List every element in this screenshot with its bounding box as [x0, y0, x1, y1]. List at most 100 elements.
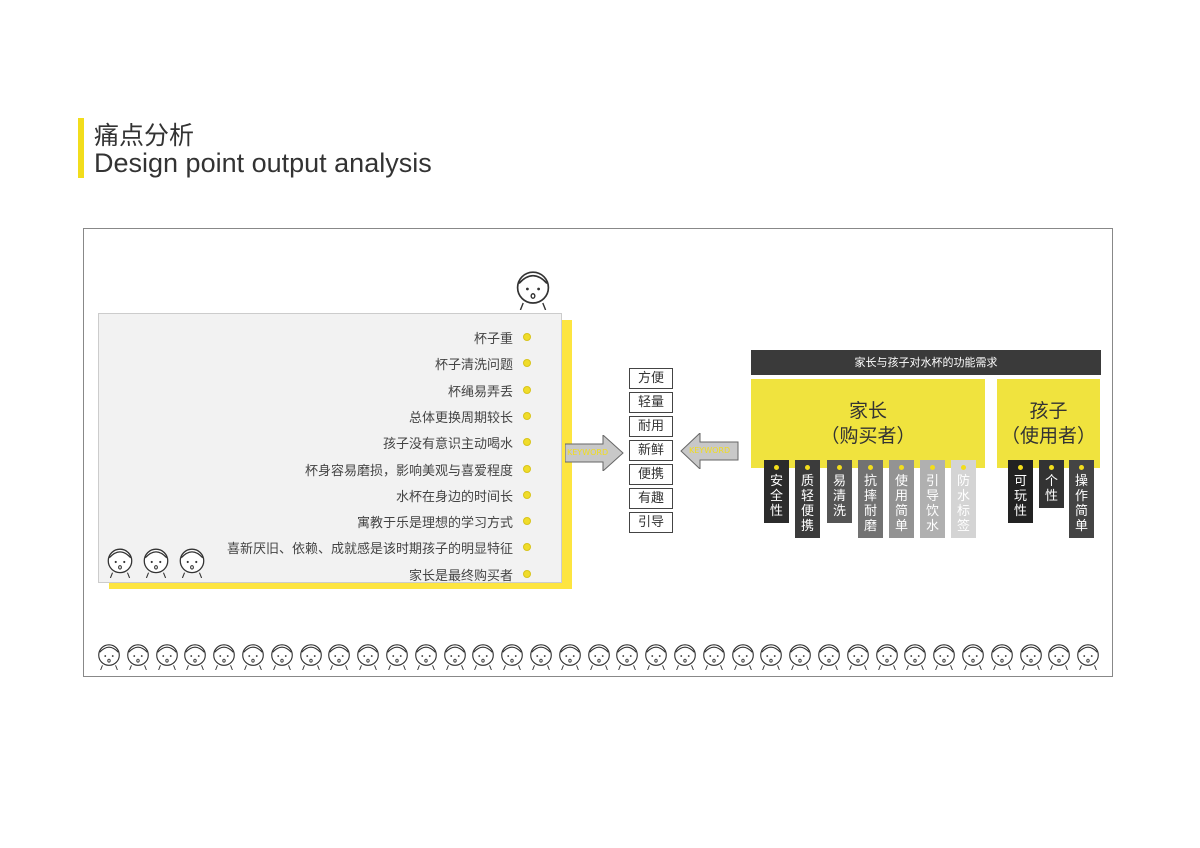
child-face-icon	[516, 271, 550, 310]
child-face-icon	[1019, 644, 1042, 670]
child-face-icon	[818, 644, 840, 670]
bullet-dot-icon	[805, 465, 810, 470]
child-face-icon	[443, 644, 466, 670]
bullet-dot-icon	[1079, 465, 1084, 470]
need-tag: 安全性	[764, 460, 789, 523]
pain-point-item: 杯子清洗问题	[434, 358, 513, 374]
keyword-box: 轻量	[629, 392, 673, 413]
child-face-icon	[674, 644, 696, 670]
child-face-icon	[98, 644, 120, 670]
need-tag: 操作简单	[1069, 460, 1094, 538]
pain-point-item: 杯身容易磨损，影响美观与喜爱程度	[304, 463, 513, 479]
child-face-icon	[126, 644, 149, 670]
keyword-box: 便携	[629, 464, 673, 485]
pain-point-item: 水杯在身边的时间长	[395, 489, 513, 505]
bullet-dot-icon	[523, 411, 531, 420]
child-face-icon	[501, 644, 524, 670]
pain-points-panel: 杯子重杯子清洗问题杯绳易弄丢总体更换周期较长孩子没有意识主动喝水杯身容易磨损，影…	[98, 313, 562, 584]
need-tag-label: 防水标签	[956, 474, 970, 534]
pain-point-item: 孩子没有意识主动喝水	[382, 437, 513, 453]
bullet-dot-icon	[523, 569, 531, 578]
bullet-dot-icon	[774, 465, 779, 470]
need-tag: 防水标签	[951, 460, 976, 538]
parent-box: 家长 （购买者）	[751, 379, 985, 468]
needs-header: 家长与孩子对水杯的功能需求	[751, 350, 1101, 375]
need-tag: 使用简单	[889, 460, 914, 538]
child-face-icon	[760, 644, 783, 670]
page-title-en: Design point output analysis	[94, 148, 432, 178]
child-face-icon	[933, 644, 956, 670]
bullet-dot-icon	[1018, 465, 1023, 470]
child-face-icon	[789, 644, 812, 670]
need-tag-label: 引导饮水	[925, 474, 939, 534]
child-face-icon	[587, 644, 610, 670]
need-tag-label: 易清洗	[832, 474, 846, 519]
need-tag-label: 操作简单	[1074, 474, 1088, 534]
keyword-box: 引导	[629, 512, 673, 533]
child-box: 孩子 （使用者）	[997, 379, 1100, 468]
bullet-dot-icon	[523, 517, 531, 526]
need-tag: 易清洗	[827, 460, 852, 523]
need-tag-label: 可玩性	[1013, 474, 1027, 519]
child-face-icon	[731, 644, 754, 670]
bullet-dot-icon	[868, 465, 873, 470]
child-name: 孩子	[1029, 400, 1068, 422]
need-tag-label: 使用简单	[894, 474, 908, 534]
child-face-icon	[414, 644, 437, 670]
page-title-cn: 痛点分析	[94, 121, 195, 150]
bullet-dot-icon	[523, 490, 531, 499]
child-face-icon	[107, 548, 133, 578]
child-face-icon	[875, 644, 898, 670]
child-face-icon	[962, 644, 984, 670]
child-face-icon	[155, 644, 178, 670]
pain-point-item: 家长是最终购买者	[408, 568, 513, 584]
keyword-arrow-label: KEYWORD	[567, 448, 609, 457]
child-face-icon	[184, 644, 207, 670]
child-face-icon	[990, 644, 1013, 670]
child-face-icon	[242, 644, 264, 670]
child-face-icon	[143, 548, 169, 578]
child-face-icon	[472, 644, 495, 670]
need-tag-label: 抗摔耐磨	[863, 474, 877, 534]
bullet-dot-icon	[961, 465, 966, 470]
need-tag: 个性	[1039, 460, 1064, 508]
keyword-box: 有趣	[629, 488, 673, 509]
child-face-icon	[616, 644, 639, 670]
need-tag: 抗摔耐磨	[858, 460, 883, 538]
pain-point-item: 杯绳易弄丢	[447, 384, 513, 400]
need-tag-label: 安全性	[769, 474, 783, 519]
parent-role: （购买者）	[820, 425, 916, 447]
bullet-dot-icon	[523, 333, 531, 341]
bullet-dot-icon	[837, 465, 842, 470]
need-tag: 可玩性	[1008, 460, 1033, 523]
need-tag-label: 个性	[1044, 474, 1058, 504]
bullet-dot-icon	[523, 359, 531, 368]
pain-point-item: 杯子重	[473, 332, 513, 347]
title-accent-bar	[78, 118, 84, 178]
child-face-icon	[702, 644, 725, 670]
keyword-box: 耐用	[629, 416, 673, 437]
child-face-icon	[328, 644, 351, 670]
child-face-icon	[1077, 644, 1100, 670]
child-face-icon	[530, 644, 552, 670]
need-tag-label: 质轻便携	[800, 474, 814, 534]
bullet-dot-icon	[523, 385, 531, 394]
keyword-arrow-label: KEYWORD	[689, 446, 731, 455]
child-face-icon	[386, 644, 408, 670]
keyword-box: 新鲜	[629, 440, 673, 461]
child-face-icon	[904, 644, 927, 670]
child-face-icon	[1048, 644, 1071, 670]
pain-point-item: 总体更换周期较长	[408, 410, 513, 426]
keyword-box: 方便	[629, 368, 673, 389]
child-face-icon	[179, 548, 205, 578]
keyword-arrow-left	[680, 433, 739, 469]
need-tag: 质轻便携	[795, 460, 820, 538]
keyword-arrow-right	[565, 435, 624, 471]
child-role: （使用者）	[1000, 425, 1096, 447]
child-face-icon	[213, 644, 236, 670]
need-tag: 引导饮水	[920, 460, 945, 538]
parent-name: 家长	[848, 400, 887, 422]
diagram-frame	[83, 228, 1113, 677]
child-face-icon	[645, 644, 668, 670]
bullet-dot-icon	[523, 464, 531, 473]
